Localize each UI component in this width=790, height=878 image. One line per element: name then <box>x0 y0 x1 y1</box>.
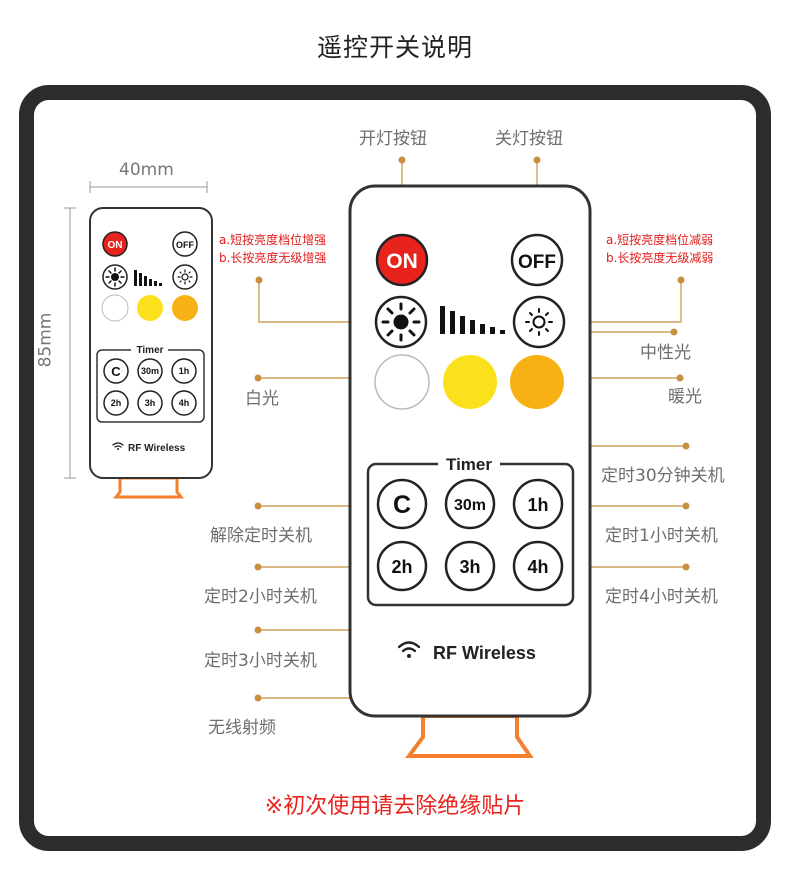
white-light-button[interactable] <box>374 354 430 410</box>
on-button-callout: 开灯按钮 <box>359 129 427 149</box>
small-timer-30m <box>137 358 163 384</box>
small-brightness-down-button <box>172 264 198 290</box>
small-wifi-icon <box>112 442 124 448</box>
large-remote: ON OFF <box>348 184 592 758</box>
warm-light-callout: 暖光 <box>668 387 702 407</box>
small-timer-4h <box>171 390 197 416</box>
cancel-timer-callout: 解除定时关机 <box>210 526 312 546</box>
small-timer-2h <box>103 390 129 416</box>
small-remote: ON OFF <box>64 181 213 499</box>
small-timer-30m-label: 30m <box>141 366 159 376</box>
timer-2h-callout: 定时2小时关机 <box>204 587 317 607</box>
neutral-light-callout: 中性光 <box>640 343 691 363</box>
timer-1h-label: 1h <box>527 495 548 515</box>
timer-title: Timer <box>446 455 492 474</box>
warm-light-button[interactable] <box>510 355 564 409</box>
timer-30m-button[interactable] <box>444 478 496 530</box>
timer-3h-button[interactable] <box>444 540 496 592</box>
small-timer-c <box>103 358 129 384</box>
brightness-level-icon <box>440 306 505 334</box>
white-light-callout: 白光 <box>245 389 279 409</box>
brand-label: RF Wireless <box>433 643 536 663</box>
neutral-light-button[interactable] <box>443 355 497 409</box>
timer-30m-callout: 定时30分钟关机 <box>601 466 725 486</box>
sun-bright-icon <box>381 302 421 342</box>
small-timer-1h <box>171 358 197 384</box>
page-title: 遥控开关说明 <box>316 33 473 62</box>
small-timer-2h-label: 2h <box>111 398 122 408</box>
off-button-label: OFF <box>518 252 556 273</box>
small-on-label: ON <box>108 240 123 251</box>
small-timer-c-label: C <box>111 364 121 379</box>
small-on-button <box>102 231 128 257</box>
large-remote-tab <box>405 714 534 758</box>
brightness-down-button[interactable] <box>512 295 566 349</box>
small-timer-3h <box>137 390 163 416</box>
brightness-down-notes: a.短按亮度档位减弱 b.长按亮度无级减弱 <box>606 231 713 267</box>
width-dimension-label: 40mm <box>119 160 174 180</box>
timer-cancel-label: C <box>393 491 411 519</box>
timer-4h-button[interactable] <box>512 540 564 592</box>
small-timer-title: Timer <box>136 345 163 356</box>
timer-3h-callout: 定时3小时关机 <box>204 651 317 671</box>
small-timer-4h-label: 4h <box>179 398 190 408</box>
brightness-up-notes: a.短按亮度档位增强 b.长按亮度无级增强 <box>219 231 326 267</box>
brightness-down-note-a: a.短按亮度档位减弱 <box>606 233 714 247</box>
wifi-icon <box>397 641 421 653</box>
small-timer-1h-label: 1h <box>179 366 190 376</box>
brightness-up-note-a: a.短按亮度档位增强 <box>219 233 327 247</box>
small-off-button <box>172 231 198 257</box>
off-button-callout: 关灯按钮 <box>495 129 563 149</box>
timer-4h-callout: 定时4小时关机 <box>605 587 718 607</box>
timer-30m-label: 30m <box>454 497 486 514</box>
brightness-up-note-b: b.长按亮度无级增强 <box>219 251 327 265</box>
timer-1h-callout: 定时1小时关机 <box>605 526 718 546</box>
on-button-label: ON <box>386 250 418 273</box>
small-neutral-light-button <box>137 295 163 321</box>
timer-2h-button[interactable] <box>376 540 428 592</box>
insulation-warning: ※初次使用请去除绝缘贴片 <box>264 794 526 819</box>
timer-3h-label: 3h <box>459 557 480 577</box>
height-dimension-label: 85mm <box>35 312 56 368</box>
small-warm-light-button <box>172 295 198 321</box>
small-off-label: OFF <box>176 240 194 250</box>
timer-1h-button[interactable] <box>512 478 564 530</box>
brightness-down-note-b: b.长按亮度无级减弱 <box>606 251 714 265</box>
small-brand-label: RF Wireless <box>128 443 186 454</box>
timer-cancel-button[interactable] <box>376 478 428 530</box>
on-button[interactable] <box>375 233 429 287</box>
small-white-light-button <box>101 294 129 322</box>
off-button[interactable] <box>510 233 564 287</box>
small-timer-3h-label: 3h <box>145 398 156 408</box>
timer-4h-label: 4h <box>527 557 548 577</box>
callout-dots <box>254 156 690 702</box>
wireless-callout: 无线射频 <box>208 718 276 738</box>
timer-2h-label: 2h <box>391 557 412 577</box>
small-remote-tab <box>112 476 185 499</box>
sun-dim-icon <box>525 308 553 336</box>
